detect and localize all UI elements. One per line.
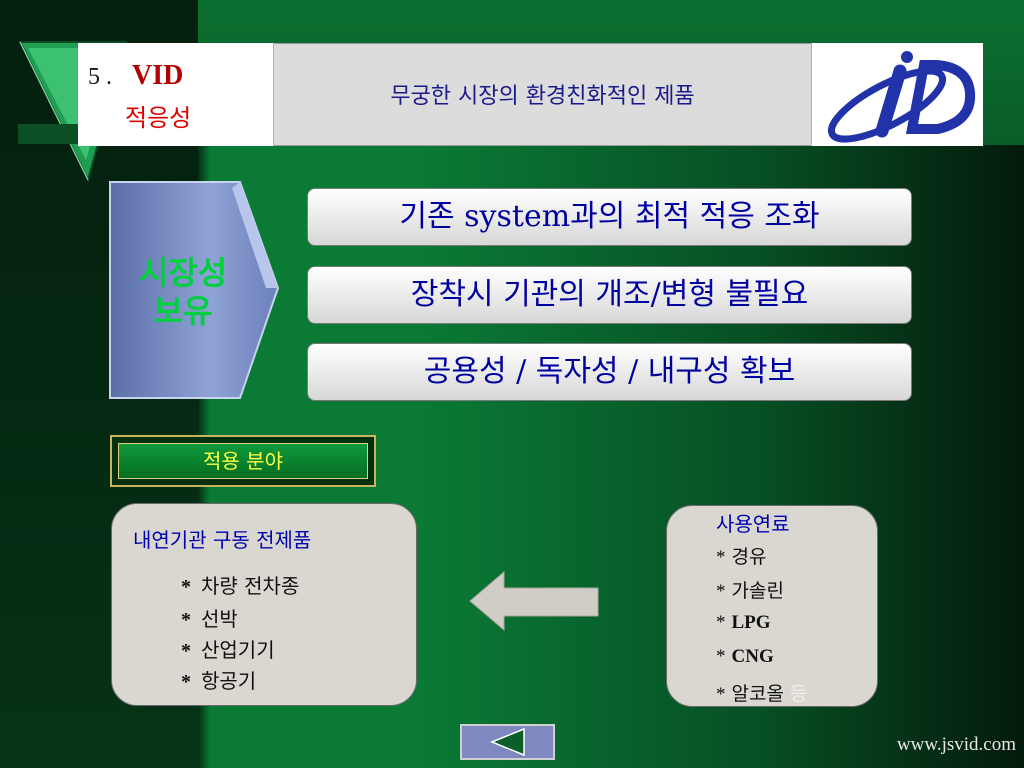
section-subtitle: 적응성 — [125, 104, 192, 132]
feature-durability: 공용성 / 독자성 / 내구성 확보 — [307, 343, 912, 401]
header-logo-box — [811, 43, 983, 146]
feature-no-modification: 장착시 기관의 개조/변형 불필요 — [307, 266, 912, 324]
market-label-line2: 보유 — [153, 292, 213, 330]
website-link[interactable]: www.jsvid.com — [896, 734, 1016, 755]
application-label: 적용 분야 — [118, 443, 368, 479]
list-item: *선박 — [181, 607, 238, 631]
vid-logo-icon — [827, 51, 976, 143]
application-box — [111, 503, 417, 706]
list-item: *차량 전차종 — [181, 574, 300, 598]
application-box-title: 내연기관 구동 전제품 — [133, 528, 312, 552]
market-label-line1: 시장성 — [138, 254, 228, 292]
list-item: *CNG — [716, 646, 774, 667]
list-item: *산업기기 — [181, 638, 275, 662]
list-item: *가솔린 — [716, 580, 784, 602]
market-label: 시장성 보유 — [118, 254, 248, 330]
page-title: 무궁한 시장의 환경친화적인 제품 — [390, 84, 695, 109]
list-item: *LPG — [716, 612, 771, 633]
feature-compatibility: 기존 system과의 최적 적응 조화 — [307, 188, 912, 246]
section-number: 5 . — [88, 64, 112, 90]
fuel-box-title: 사용연료 — [716, 512, 790, 536]
left-arrow-icon — [469, 570, 599, 632]
faded-suffix: 등 — [790, 683, 808, 705]
header-section-box — [78, 43, 274, 146]
list-item: *경유 — [716, 546, 767, 568]
back-triangle-icon — [490, 727, 525, 757]
back-button[interactable] — [460, 724, 555, 760]
section-vid: VID — [132, 60, 184, 91]
list-item: *알코올 등 — [716, 683, 808, 705]
fuel-box — [666, 505, 878, 707]
list-item: *항공기 — [181, 669, 257, 693]
market-arrow-shape — [109, 181, 280, 399]
